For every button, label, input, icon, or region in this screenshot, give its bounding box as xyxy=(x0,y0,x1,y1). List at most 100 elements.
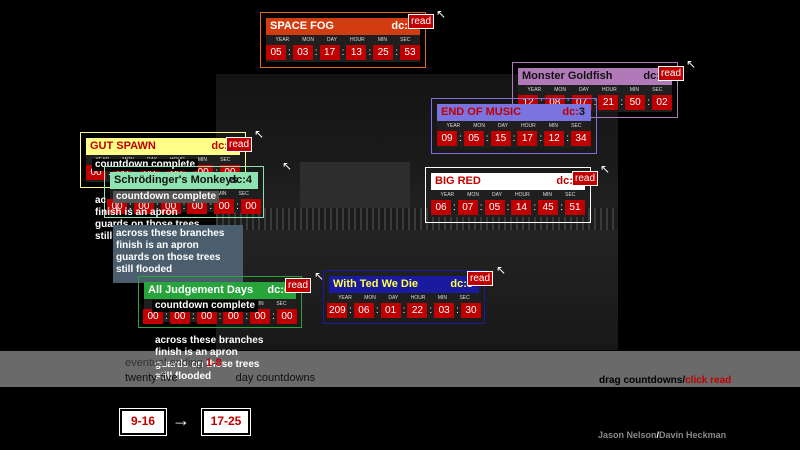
dc-label: dc: xyxy=(391,20,408,32)
unit-label: SEC xyxy=(276,301,287,307)
digit-cell: 12 xyxy=(544,131,565,146)
author-2[interactable]: Davin Heckman xyxy=(659,430,727,440)
read-button[interactable]: read xyxy=(408,14,435,29)
arrow-pointer-icon: ↖ xyxy=(496,263,507,277)
read-button[interactable]: read xyxy=(226,137,253,152)
unit-label: YEAR xyxy=(275,37,290,43)
read-button[interactable]: read xyxy=(285,278,312,293)
colon-separator: : xyxy=(479,202,483,213)
range-link[interactable]: 1-8 xyxy=(205,357,222,369)
unit-label: SEC xyxy=(571,123,582,129)
prev-range-button[interactable]: 9-16 xyxy=(119,408,167,436)
poem-line: guards on those trees xyxy=(95,219,199,230)
digit-cell: 00 xyxy=(240,199,261,214)
countdown-complete-label: countdown complete xyxy=(92,159,198,171)
dc-label: dc: xyxy=(267,284,284,296)
poem-line: across these branches xyxy=(116,228,225,239)
dc-label: dc: xyxy=(229,174,246,186)
dc-label: dc: xyxy=(643,70,660,82)
arrow-pointer-icon: ↖ xyxy=(436,7,447,21)
poem-line: finish is an apron xyxy=(95,207,178,218)
digit-cell: 00 xyxy=(169,309,190,324)
colon-separator: : xyxy=(506,202,510,213)
colon-separator: : xyxy=(218,311,222,322)
next-range-button[interactable]: 17-25 xyxy=(201,408,251,436)
poem-line: ac xyxy=(95,195,107,206)
arrow-pointer-icon: ↖ xyxy=(254,127,265,141)
digit-cell: 209 xyxy=(327,303,348,318)
colon-separator: : xyxy=(429,305,433,316)
colon-separator: : xyxy=(512,133,516,144)
digit-cell: 06 xyxy=(353,303,374,318)
colon-separator: : xyxy=(191,311,195,322)
digit-row: 00:00:00:00:00:00 xyxy=(143,308,297,324)
digit-cell: 53 xyxy=(399,45,420,60)
digit-cell: 00 xyxy=(143,309,164,324)
digit-cell: 03 xyxy=(434,303,455,318)
unit-label: MIN xyxy=(254,301,264,307)
colon-separator: : xyxy=(236,201,239,212)
digit-row: 00:00:00:00:00:00 xyxy=(107,198,261,214)
unit-label: MON xyxy=(554,87,566,93)
digit-row: 209:06:01:22:03:30 xyxy=(327,302,481,318)
read-button[interactable]: read xyxy=(572,171,599,186)
colon-separator: : xyxy=(647,97,650,108)
digit-cell: 05 xyxy=(266,45,286,60)
colon-separator: : xyxy=(540,97,543,108)
countdown-name: Monster Goldfish xyxy=(522,70,613,82)
colon-separator: : xyxy=(395,47,398,58)
unit-label: SEC xyxy=(459,295,470,301)
digit-cell: 34 xyxy=(570,131,591,146)
poem-line: still xyxy=(95,231,113,242)
unit-label: SEC xyxy=(238,191,249,197)
read-button[interactable]: read xyxy=(658,66,685,81)
colon-separator: : xyxy=(593,97,597,108)
digit-cell: 00 xyxy=(196,309,217,324)
unit-label: SEC xyxy=(220,157,231,163)
colon-separator: : xyxy=(533,202,537,213)
colon-separator: : xyxy=(566,97,570,108)
digit-row: 05:03:17:13:25:53 xyxy=(266,44,420,60)
colon-separator: : xyxy=(485,133,489,144)
digit-cell: 22 xyxy=(407,303,428,318)
digit-cell: 17 xyxy=(517,131,538,146)
slash: / xyxy=(682,375,686,386)
countdown-complete-label: countdown complete xyxy=(152,300,258,312)
poem-line: still flooded xyxy=(155,371,212,382)
countdown-name: SPACE FOG xyxy=(270,20,334,32)
colon-separator: : xyxy=(108,167,111,178)
colon-separator: : xyxy=(368,47,372,58)
arrow-pointer-icon: ↖ xyxy=(600,162,611,176)
digit-cell: 17 xyxy=(319,45,340,60)
twenty-five-line: twenty-five day countdowns xyxy=(125,372,315,384)
authors: Jason Nelson/Davin Heckman xyxy=(598,430,726,440)
colon-separator: : xyxy=(560,202,563,213)
colon-separator: : xyxy=(182,201,186,212)
digit-cell: 05 xyxy=(463,131,484,146)
colon-separator: : xyxy=(566,133,569,144)
digit-cell: 15 xyxy=(490,131,511,146)
grey-band xyxy=(0,351,800,387)
author-1[interactable]: Jason Nelson xyxy=(598,430,657,440)
countdown-name: END OF MUSIC xyxy=(441,106,522,118)
colon-separator: : xyxy=(314,47,318,58)
colon-separator: : xyxy=(456,305,459,316)
poem-line: finish is an apron xyxy=(116,240,199,251)
unit-label: YEAR xyxy=(440,192,455,198)
digit-cell: 09 xyxy=(437,131,457,146)
colon-separator: : xyxy=(459,133,462,144)
countdown-name: All Judgement Days xyxy=(148,284,254,296)
read-button[interactable]: read xyxy=(467,271,494,286)
unit-label: SEC xyxy=(652,87,663,93)
author-slash: / xyxy=(656,430,660,440)
poem-line: still flooded xyxy=(116,264,173,275)
colon-separator: : xyxy=(288,47,291,58)
